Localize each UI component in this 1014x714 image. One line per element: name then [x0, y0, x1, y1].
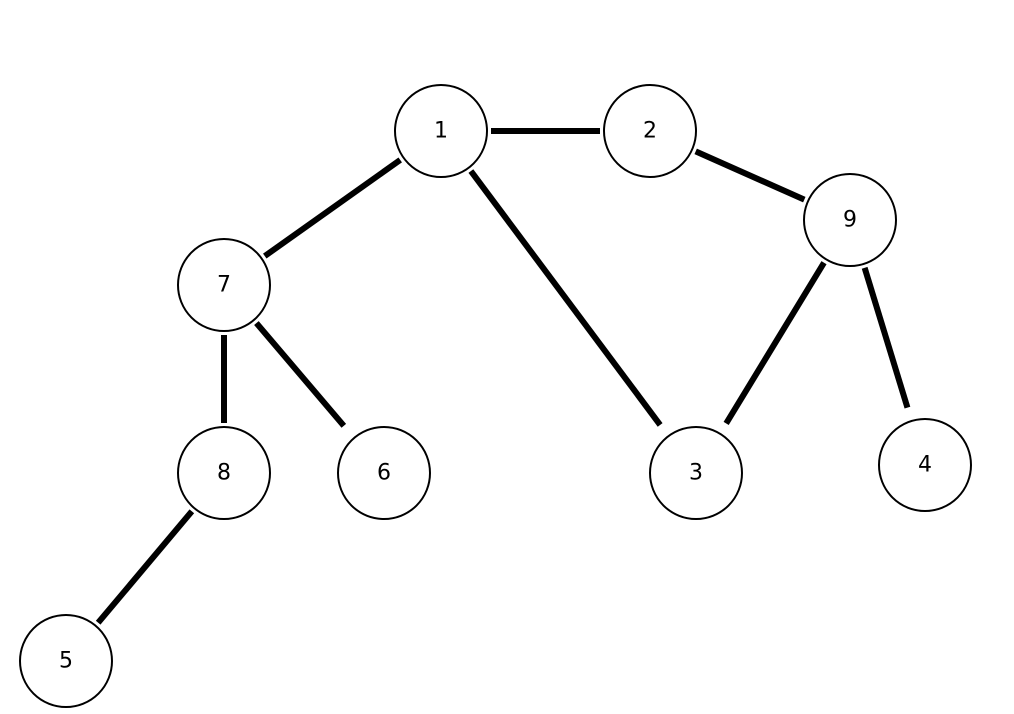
- node-label: 5: [59, 649, 73, 674]
- edge-2-9: [694, 148, 806, 203]
- node-label: 7: [217, 273, 231, 298]
- node-1: 1: [394, 84, 488, 178]
- edge-7-6: [254, 321, 347, 428]
- node-circle: [603, 84, 697, 178]
- edge-1-7: [263, 157, 402, 259]
- node-7: 7: [177, 238, 271, 332]
- node-8: 8: [177, 426, 271, 520]
- node-circle: [649, 426, 743, 520]
- node-9: 9: [803, 173, 897, 267]
- node-circle: [177, 426, 271, 520]
- node-circle: [337, 426, 431, 520]
- node-3: 3: [649, 426, 743, 520]
- edges-layer: [95, 128, 911, 625]
- node-circle: [19, 614, 113, 708]
- node-2: 2: [603, 84, 697, 178]
- node-label: 3: [689, 461, 703, 486]
- node-circle: [803, 173, 897, 267]
- edge-9-4: [861, 266, 911, 409]
- edge-9-3: [723, 261, 827, 426]
- node-label: 4: [918, 453, 932, 478]
- node-circle: [394, 84, 488, 178]
- node-label: 2: [643, 119, 657, 144]
- node-circle: [177, 238, 271, 332]
- node-label: 6: [377, 461, 391, 486]
- node-label: 1: [434, 119, 448, 144]
- node-circle: [878, 418, 972, 512]
- node-label: 8: [217, 461, 231, 486]
- node-5: 5: [19, 614, 113, 708]
- node-4: 4: [878, 418, 972, 512]
- edge-1-3: [468, 169, 663, 427]
- node-6: 6: [337, 426, 431, 520]
- node-label: 9: [843, 208, 857, 233]
- nodes-layer: 1 2 9 7 8 6 3 4 5: [19, 84, 972, 708]
- edge-8-5: [95, 509, 195, 625]
